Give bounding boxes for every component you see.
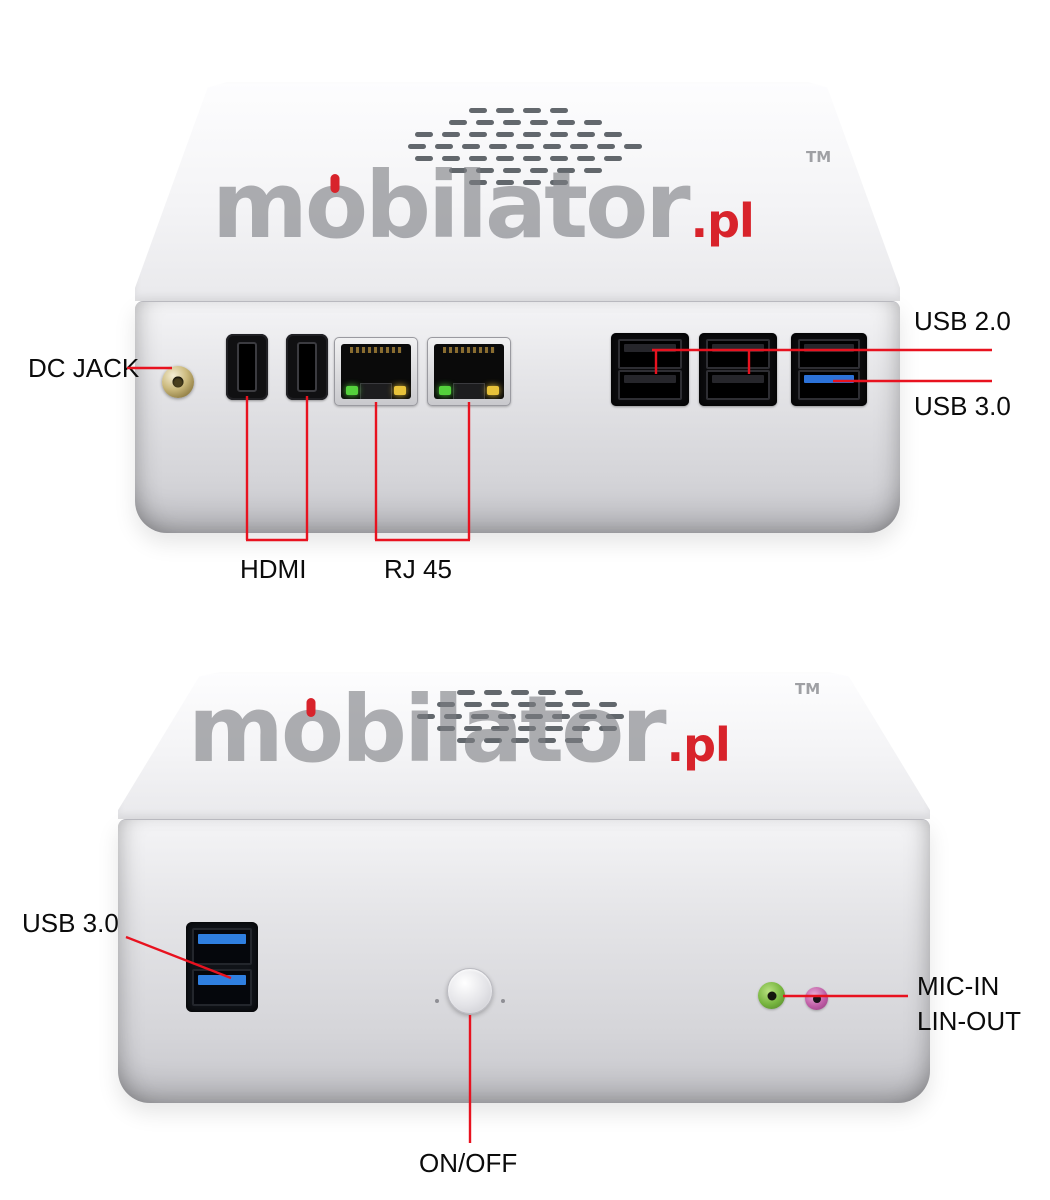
power-button (447, 968, 493, 1014)
hdmi-port-1 (226, 334, 268, 400)
usb3-port-stack-front (186, 922, 258, 1012)
label-dc-jack: DC JACK (28, 353, 140, 383)
rj45-pins (443, 347, 495, 353)
usb-tongue (804, 344, 854, 352)
vent-grill (398, 108, 642, 185)
usb2-port (706, 339, 770, 369)
vent-grill (400, 690, 640, 743)
usb3-port (192, 928, 252, 965)
link-led-green (346, 386, 358, 395)
activity-led-yellow (487, 386, 499, 395)
label-mic-in: MIC-IN (917, 971, 1000, 1001)
device-top-face (118, 672, 930, 819)
usb-tongue (712, 375, 764, 383)
usb2-port (706, 370, 770, 400)
rj45-tab (360, 383, 392, 399)
usb-tongue (624, 375, 676, 383)
usb-tongue (624, 344, 676, 352)
usb2-port (618, 370, 682, 400)
hdmi-port-2 (286, 334, 328, 400)
label-on-off: ON/OFF (419, 1148, 518, 1178)
hdmi-slot (297, 342, 317, 392)
label-usb30-rear: USB 3.0 (914, 391, 1011, 421)
usb3-tongue (198, 934, 246, 944)
label-usb20: USB 2.0 (914, 306, 1011, 336)
usb-tongue (712, 344, 764, 352)
rj45-socket (341, 344, 411, 399)
trademark-symbol: TM (795, 680, 821, 698)
label-usb30-front: USB 3.0 (22, 908, 119, 938)
usb3-port (192, 969, 252, 1006)
usb2-port (798, 339, 860, 369)
device-top-face (135, 82, 900, 301)
rj45-pins (350, 347, 402, 353)
usb2-port-stack-2 (699, 333, 777, 406)
label-rj45: RJ 45 (384, 554, 452, 584)
usb3-port (798, 370, 860, 400)
rj45-port-2 (427, 337, 511, 406)
mic-in-jack (758, 982, 785, 1009)
panel-dot-left (435, 999, 439, 1003)
hdmi-slot (237, 342, 257, 392)
usb3-tongue (804, 375, 854, 383)
activity-led-yellow (394, 386, 406, 395)
rj45-port-1 (334, 337, 418, 406)
line-out-jack (805, 987, 828, 1010)
usb3-port-stack (791, 333, 867, 406)
rj45-socket (434, 344, 504, 399)
usb3-tongue (198, 975, 246, 985)
usb2-port-stack-1 (611, 333, 689, 406)
rj45-tab (453, 383, 485, 399)
dc-jack-port (162, 366, 194, 398)
panel-dot-right (501, 999, 505, 1003)
label-lin-out: LIN-OUT (917, 1006, 1021, 1036)
link-led-green (439, 386, 451, 395)
label-hdmi: HDMI (240, 554, 307, 584)
usb2-port (618, 339, 682, 369)
trademark-symbol: TM (806, 148, 832, 166)
